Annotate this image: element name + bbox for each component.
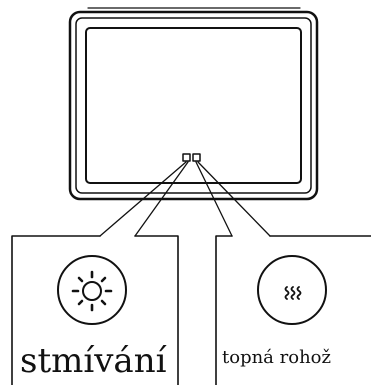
sensor-heating: [192, 153, 201, 162]
panel-heating: [215, 235, 371, 386]
heating-icon-circle: [257, 255, 327, 325]
callout-lines: [99, 161, 271, 237]
panel-dimming-right: [134, 235, 179, 386]
panel-dimming: [11, 235, 179, 386]
sensor-dimming: [182, 153, 191, 162]
heat-waves-icon: [257, 255, 327, 325]
callout-line-heating-right: [197, 161, 271, 237]
callout-line-dimming-right: [134, 161, 189, 237]
mirror-frame: [68, 7, 319, 201]
mirror-middle-border: [75, 17, 312, 194]
heat-waves: [284, 286, 302, 300]
dimming-label: stmívání: [20, 341, 167, 381]
mirror-outer-border: [68, 10, 319, 201]
mirror-inner-border: [85, 27, 302, 184]
panel-heating-left-top: [215, 235, 233, 386]
panel-dimming-left-top: [11, 235, 101, 386]
dimming-icon-circle: [57, 255, 127, 325]
heating-label: topná rohož: [222, 347, 331, 368]
sun-core: [82, 281, 102, 301]
callout-line-heating-left: [195, 161, 233, 237]
callout-line-dimming-left: [99, 161, 187, 237]
sun-brightness-icon: [57, 255, 127, 325]
touch-sensors: [182, 153, 201, 162]
sun-rays: [71, 270, 113, 312]
